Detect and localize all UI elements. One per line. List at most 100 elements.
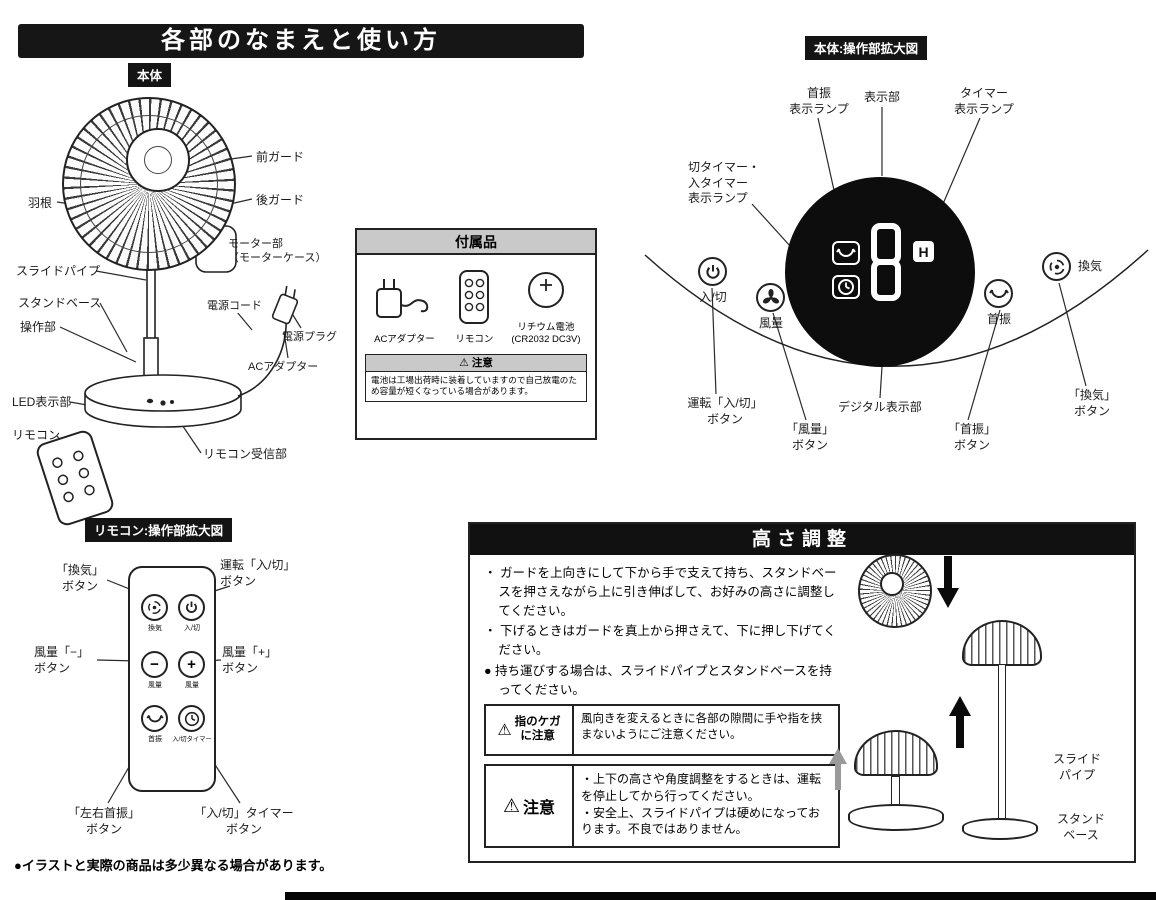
timer-h-indicator: H [913,241,934,262]
power-button-label: 入/切 [699,290,727,304]
panel-surface-curve [644,249,1149,367]
swing-icon [145,714,164,722]
callout-digital-display: デジタル表示部 [838,400,922,414]
callout-power-button: 運転「入/切」 ボタン [687,396,763,426]
callout-swing-button: 「首振」 ボタン [947,422,996,452]
compact-fan-head [854,730,938,776]
remote-vent-label: 換気 [148,625,162,632]
power-button [698,257,727,286]
page-bottom-rule [285,892,1156,900]
label-rear-guard: 後ガード [256,193,305,207]
swing-icon [836,248,856,257]
height-section-title: 高さ調整 [470,524,1134,555]
accessories-caution: ⚠ 注意 電池は工場出荷時に装着していますので自己放電のため容量が短くなっている… [365,353,587,402]
swing-button [984,279,1013,308]
vent-button [1042,252,1071,281]
remote-illustration [36,430,114,526]
fan-hub-small [880,572,904,596]
up-arrow-gray-icon [829,748,847,790]
label-ac-adapter: ACアダプター [248,361,319,373]
power-icon [186,601,197,613]
finger-warning-text: 風向きを変えるときに各部の隙間に手や指を挟まないようにご注意ください。 [581,713,823,742]
fan-hub-illustration [126,128,190,192]
down-arrow-icon [937,556,959,608]
main-unit-badge: 本体 [128,63,172,87]
tall-fan-slide-pipe [998,664,1006,822]
height-bullet-3: ● 持ち運びする場合は、スライドパイプとスタンドベースを持ってください。 [484,663,832,697]
warning-icon: ⚠ [497,722,512,739]
height-instructions: ・ ガードを上向きにして下から手で支えて持ち、スタンドベースを押さえながら上に引… [484,564,840,701]
finger-warning-box: ⚠ 指のケガ に注意 風向きを変えるときに各部の隙間に手や指を挟まないようにご注… [484,704,840,756]
swing-indicator-lamp [832,241,860,265]
label-slide-pipe-2: スライド パイプ [1052,752,1101,782]
label-control: 操作部 [20,320,57,334]
battery-icon [527,272,564,308]
label-stand-base-2: スタンド ベース [1056,812,1105,842]
vent-button-label: 換気 [1078,259,1103,273]
up-arrow-icon [949,696,971,748]
label-motor: モーター部 （モーターケース） [228,238,327,265]
remote-plus-button: + [178,651,205,678]
accessories-caution-text: 電池は工場出荷時に装着していますので自己放電のため容量が短くなっている場合があり… [371,374,577,397]
accessories-title: 付属品 [357,230,595,255]
tall-fan-base-body [962,827,1038,840]
caution-box: ⚠ 注意 ・上下の高さや角度調整をするときは、運転を停止してから行ってください。… [484,764,840,848]
tall-fan-head [962,620,1042,666]
callout-remote-power: 運転「入/切」 ボタン [220,558,296,588]
accessories-caution-title: 注意 [471,356,493,369]
height-bullet-2: ・ 下げるときはガードを真上から押さえて、下に押し下げてください。 [484,624,836,657]
height-adjustment-section: 高さ調整 ・ ガードを上向きにして下から手で支えて持ち、スタンドベースを押さえな… [468,522,1136,863]
remote-minus-button: − [141,651,168,678]
caution-label: 注意 [523,800,556,817]
remote-swing-button [141,705,168,732]
swing-icon [988,288,1009,298]
remote-fan-minus-label: 風量 [148,682,162,689]
remote-timer-label: 入/切タイマー [172,736,212,743]
callout-remote-plus: 風量「+」 ボタン [222,645,278,675]
remote-fan-plus-label: 風量 [185,682,199,689]
remote-icon [459,269,490,324]
compact-fan-base-body [848,815,944,831]
page-title: 各部のなまえと使い方 [18,24,584,58]
fan-head-press-illustration [858,554,932,628]
ac-adapter-icon [376,278,429,318]
callout-onoff-timer-lamp: 切タイマー・ 入タイマー 表示ランプ [688,160,761,206]
accessory-battery: リチウム電池 (CR2032 DC3V) [511,267,581,346]
fan-speed-label: 風量 [758,316,783,330]
remote-panel-badge: リモコン:操作部拡大図 [85,518,233,542]
fan-speed-icon [762,288,779,304]
clock-icon [184,711,199,726]
warning-icon: ⚠ [502,795,521,817]
remote-power-button [178,594,205,621]
swing-button-label: 首振 [986,312,1011,326]
fan-speed-button [756,283,785,312]
label-remote-receiver: リモコン受信部 [203,447,288,461]
timer-indicator-lamp [832,275,860,299]
label-front-guard: 前ガード [256,150,305,164]
clock-icon [838,279,854,295]
vent-icon [1049,259,1064,275]
label-remote: リモコン [12,428,61,442]
callout-remote-minus: 風量「−」 ボタン [34,645,90,675]
accessory-ac-adapter: ACアダプター [371,273,437,346]
caution-text: ・上下の高さや角度調整をするときは、運転を停止してから行ってください。 ・安全上… [581,772,822,837]
callout-remote-vent: 「換気」 ボタン [55,563,104,593]
page-footnote: ●イラストと実際の商品は多少異なる場合があります。 [14,858,333,873]
digital-display-eight [871,223,901,301]
callout-fan-button: 「風量」 ボタン [785,422,834,452]
power-icon [705,264,720,279]
label-slide-pipe: スライドパイプ [16,264,101,278]
warning-icon: ⚠ [459,356,469,369]
control-panel-display: H [785,177,975,367]
remote-vent-button [141,594,168,621]
callout-remote-timer: 「入/切」タイマー ボタン [194,806,294,836]
remote-enlarged: 換気 入/切 − 風量 + 風量 首振 入/切タイマー [128,566,216,792]
compact-fan-pipe [891,776,900,806]
accessories-box: 付属品 ACアダプター [355,228,597,440]
remote-power-label: 入/切 [184,625,200,632]
callout-display: 表示部 [863,90,900,104]
label-stand-base: スタンドベース [18,296,102,310]
label-power-plug: 電源プラグ [282,331,337,343]
